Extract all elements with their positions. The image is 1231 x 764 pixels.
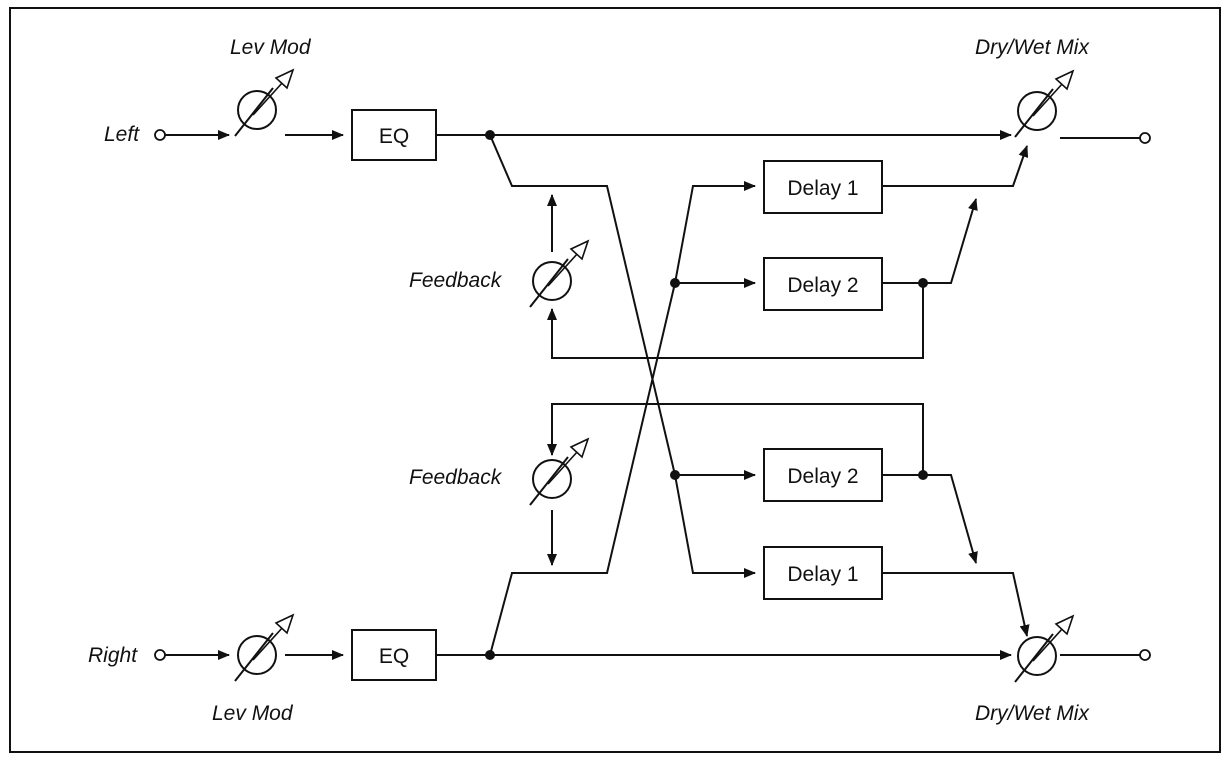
dry-wet-mix-top-control-icon — [1014, 69, 1075, 138]
wire-delay1-top-out — [882, 145, 1029, 187]
dry-wet-mix-bottom-label: Dry/Wet Mix — [975, 702, 1090, 725]
delay2-top-label: Delay 2 — [787, 274, 858, 297]
wire-delay1-bottom-out — [882, 572, 1030, 637]
delay2-top-box — [763, 257, 883, 311]
lev-mod-top-label: Lev Mod — [230, 36, 312, 59]
feedback-top-control-icon — [529, 239, 590, 308]
wire-cross-top-to-bottom — [489, 134, 756, 578]
right-input-label: Right — [88, 644, 138, 667]
wire-feedback-bottom-loop — [547, 403, 924, 475]
feedback-bottom-label: Feedback — [409, 466, 503, 489]
dry-wet-mix-bottom-control-icon — [1014, 614, 1075, 683]
delay1-top-box — [763, 160, 883, 214]
delay1-bottom-label: Delay 1 — [787, 563, 858, 586]
diagram-frame — [9, 7, 1221, 753]
wire-feedback-top-loop — [547, 283, 924, 359]
delay2-bottom-label: Delay 2 — [787, 465, 858, 488]
right-output-port — [1139, 649, 1151, 661]
delay2-bottom-box — [763, 448, 883, 502]
lev-mod-bottom-label: Lev Mod — [212, 702, 294, 725]
left-input-port — [154, 129, 166, 141]
eq-right-label: EQ — [379, 645, 409, 668]
delay1-bottom-box — [763, 546, 883, 600]
wire-delay2-bottom-out — [882, 474, 978, 564]
eq-left-box — [351, 109, 437, 161]
feedback-bottom-control-icon — [529, 437, 590, 506]
right-input-port — [154, 649, 166, 661]
dry-wet-mix-top-label: Dry/Wet Mix — [975, 36, 1090, 59]
lev-mod-top-control-icon — [234, 68, 295, 137]
left-input-label: Left — [104, 123, 140, 146]
wire-delay2-top-out — [882, 198, 978, 284]
wire-cross-bottom-to-top — [489, 181, 756, 656]
eq-left-label: EQ — [379, 125, 409, 148]
delay1-top-label: Delay 1 — [787, 177, 858, 200]
feedback-top-label: Feedback — [409, 269, 503, 292]
left-output-port — [1139, 132, 1151, 144]
lev-mod-bottom-control-icon — [234, 613, 295, 682]
